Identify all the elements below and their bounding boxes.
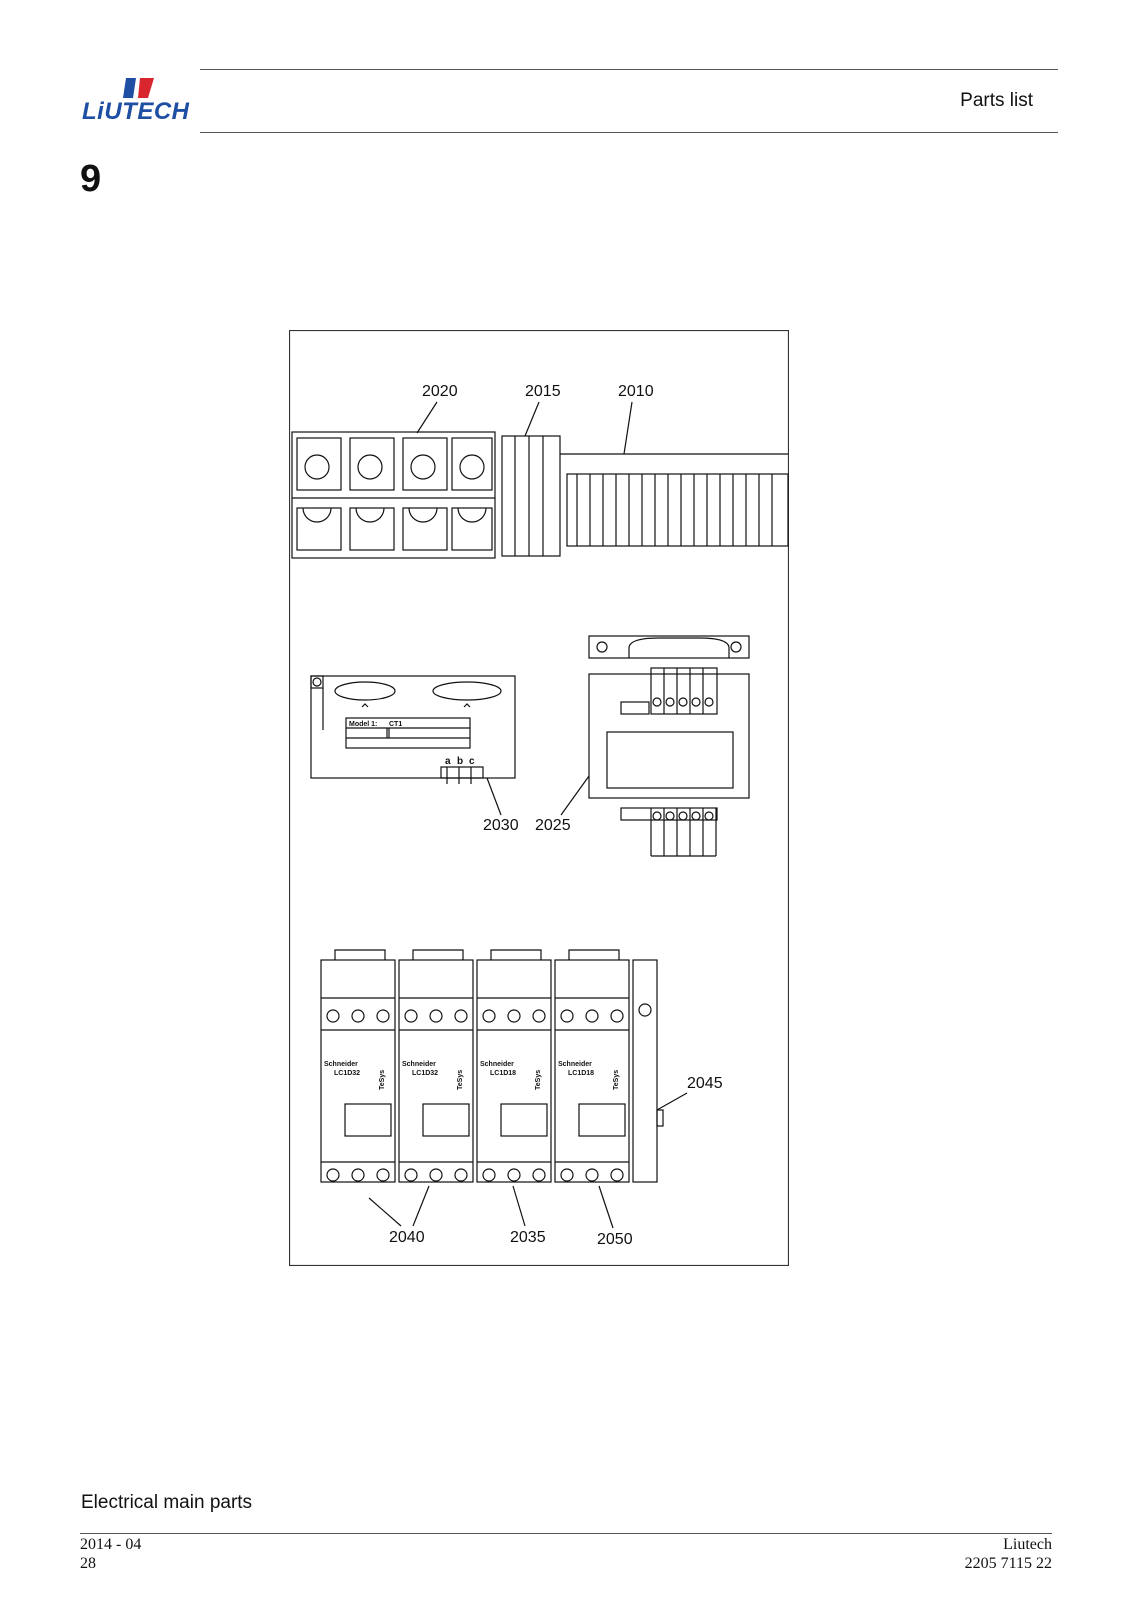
contactor-1-brand: Schneider xyxy=(324,1061,358,1068)
contactor-1: Schneider LC1D32 TeSys xyxy=(320,949,396,1183)
contactor-4: Schneider LC1D18 TeSys xyxy=(554,949,630,1183)
leader-2015 xyxy=(524,401,540,437)
contactor-3-model: LC1D18 xyxy=(490,1070,516,1077)
logo-wordmark: LiUTECH xyxy=(82,98,190,125)
leader-2040-a xyxy=(368,1197,402,1227)
ct-model-label: Model 1: xyxy=(349,721,377,728)
ct-terminal-c: c xyxy=(469,756,475,767)
leader-2050 xyxy=(598,1185,614,1229)
callout-2030: 2030 xyxy=(483,817,519,834)
leader-2030 xyxy=(486,777,502,816)
footer-page-number: 28 xyxy=(80,1555,96,1572)
ct-code-label: CT1 xyxy=(389,721,402,728)
leader-2025 xyxy=(560,775,590,816)
figure-caption: Electrical main parts xyxy=(81,1492,253,1513)
leader-2035 xyxy=(512,1185,526,1227)
contactor-2: Schneider LC1D32 TeSys xyxy=(398,949,474,1183)
footer-doc-number: 2205 7115 22 xyxy=(964,1555,1052,1572)
current-transformer: Model 1: CT1 a b c xyxy=(310,675,516,784)
electrical-parts-drawing: 2020 2015 2010 Model 1: CT1 a b c xyxy=(289,330,789,1266)
liutech-logo: LiUTECH xyxy=(82,76,192,126)
figure-frame xyxy=(289,330,789,1266)
control-transformer xyxy=(588,635,750,857)
leader-2040-b xyxy=(412,1185,430,1227)
contactor-4-series: TeSys xyxy=(613,1070,620,1090)
end-stop xyxy=(501,435,561,557)
ct-terminal-b: b xyxy=(457,756,463,767)
callout-2015: 2015 xyxy=(525,383,561,400)
header-top-rule xyxy=(200,69,1058,70)
contactor-2-series: TeSys xyxy=(457,1070,464,1090)
header-section-title: Parts list xyxy=(960,90,1033,111)
terminal-block-group xyxy=(291,431,496,559)
callout-2020: 2020 xyxy=(422,383,458,400)
contactor-3-series: TeSys xyxy=(535,1070,542,1090)
contactor-1-series: TeSys xyxy=(379,1070,386,1090)
contactor-4-model: LC1D18 xyxy=(568,1070,594,1077)
contactor-2-brand: Schneider xyxy=(402,1061,436,1068)
callout-2050: 2050 xyxy=(597,1231,633,1248)
ct-terminal-a: a xyxy=(445,756,451,767)
mechanical-interlock xyxy=(632,959,664,1183)
leader-2020 xyxy=(416,401,438,434)
footer-rule xyxy=(80,1533,1052,1534)
din-rail xyxy=(560,453,789,547)
contactor-3-brand: Schneider xyxy=(480,1061,514,1068)
footer-date: 2014 - 04 xyxy=(80,1536,142,1553)
header-bottom-rule xyxy=(200,132,1058,133)
callout-2045: 2045 xyxy=(687,1075,723,1092)
leader-2010 xyxy=(623,401,633,455)
callout-2040: 2040 xyxy=(389,1229,425,1246)
contactor-3: Schneider LC1D18 TeSys xyxy=(476,949,552,1183)
leader-2045 xyxy=(656,1092,688,1111)
contactor-2-model: LC1D32 xyxy=(412,1070,438,1077)
contactor-4-brand: Schneider xyxy=(558,1061,592,1068)
callout-2025: 2025 xyxy=(535,817,571,834)
contactor-1-model: LC1D32 xyxy=(334,1070,360,1077)
logo-mark-icon xyxy=(123,78,154,98)
callout-2010: 2010 xyxy=(618,383,654,400)
footer-company: Liutech xyxy=(1003,1536,1052,1553)
chapter-number: 9 xyxy=(80,158,102,200)
callout-2035: 2035 xyxy=(510,1229,546,1246)
